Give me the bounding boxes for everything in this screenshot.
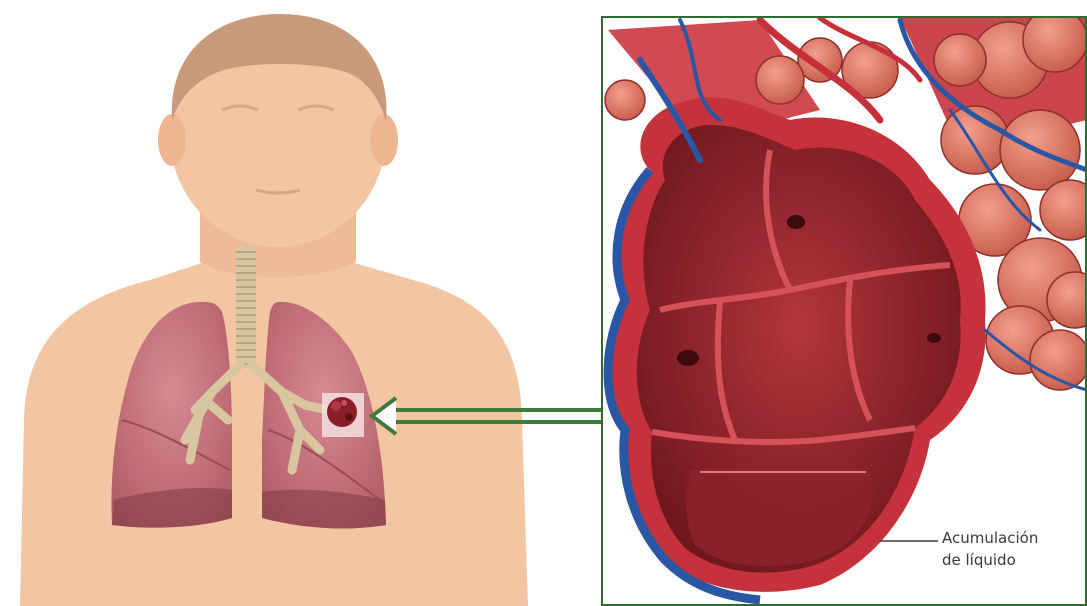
human-torso-illustration xyxy=(20,14,528,606)
label-line-1: Acumulación xyxy=(942,527,1038,549)
alveolar-pore xyxy=(677,350,699,366)
lung-tumor-highlight xyxy=(322,393,364,437)
fluid-accumulation-label: Acumulación de líquido xyxy=(942,527,1038,571)
alveolar-bud xyxy=(756,56,804,104)
label-line-2: de líquido xyxy=(942,549,1038,571)
alveolar-pore xyxy=(927,333,941,343)
alveolar-bud xyxy=(605,80,645,120)
right-ear xyxy=(370,114,398,166)
alveolus-cross-section xyxy=(602,8,1087,606)
trachea xyxy=(236,246,256,368)
alveolar-pore xyxy=(787,215,805,229)
alveolar-bud xyxy=(934,34,986,86)
left-ear xyxy=(158,114,186,166)
